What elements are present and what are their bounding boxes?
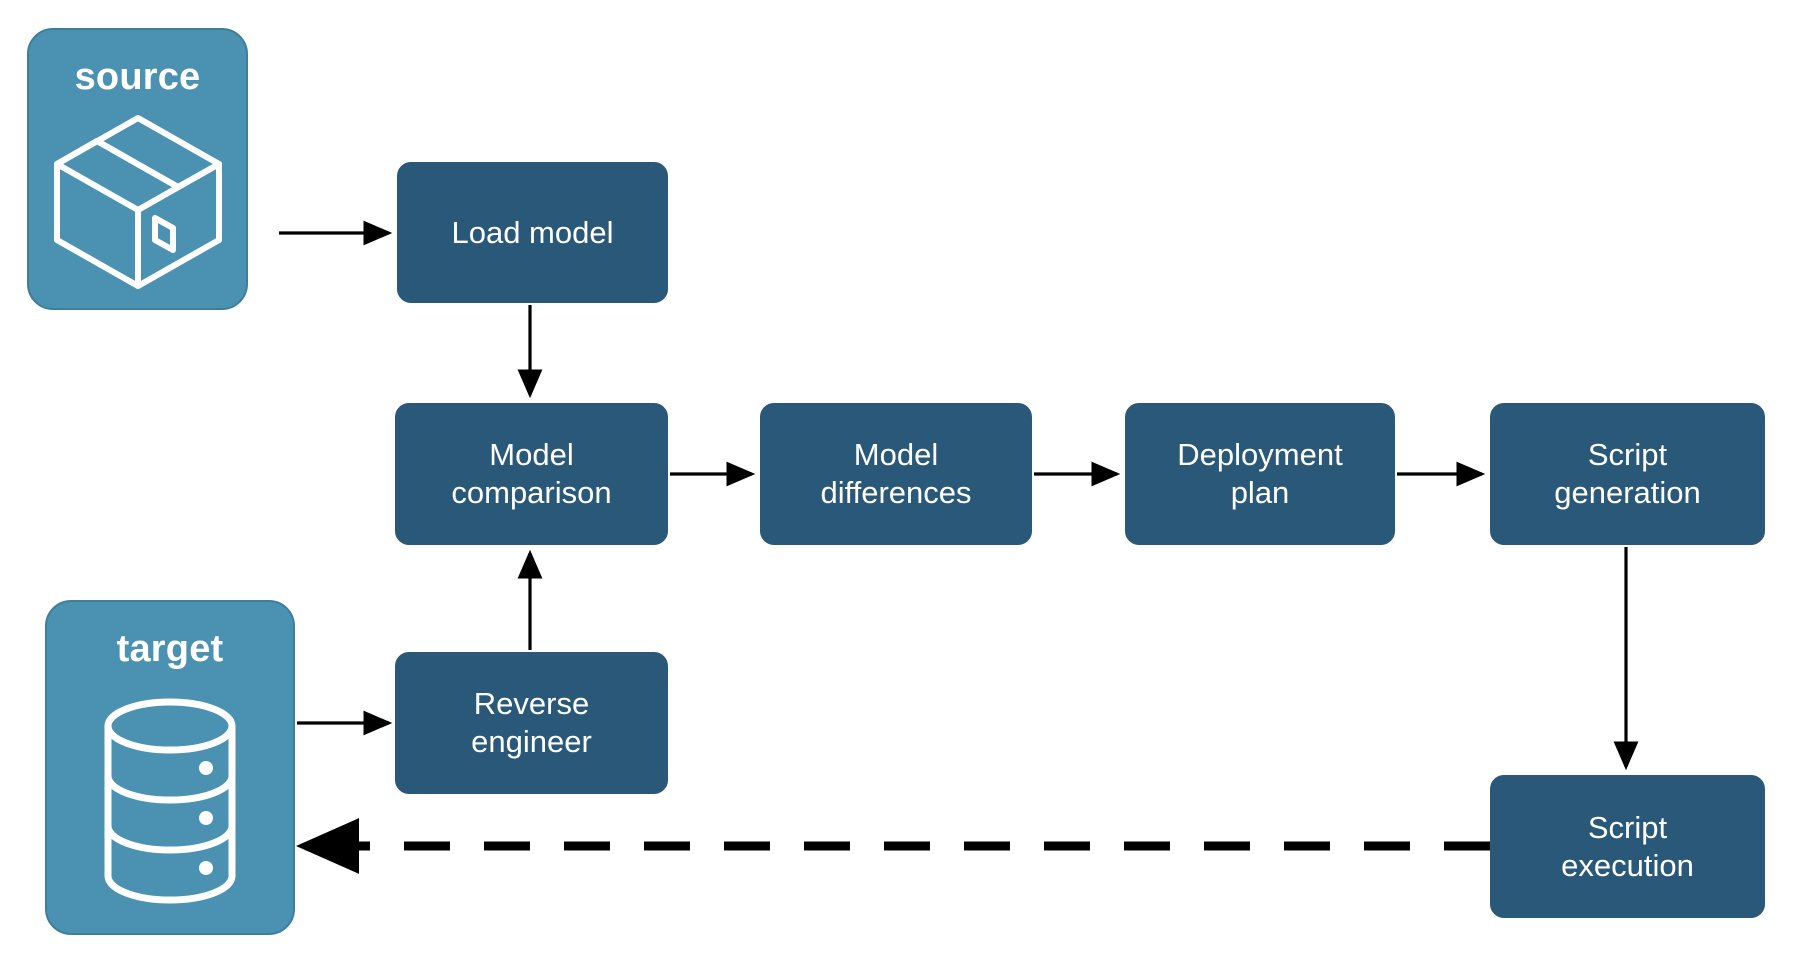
process-model-differences-label: Model differences xyxy=(820,437,972,510)
process-script-generation-label: Script generation xyxy=(1554,437,1701,510)
process-load-model[interactable]: Load model xyxy=(397,162,668,303)
process-reverse-engineer[interactable]: Reverse engineer xyxy=(395,652,668,794)
process-load-model-label: Load model xyxy=(451,214,614,250)
endpoint-target[interactable]: target xyxy=(45,600,295,935)
endpoint-target-label: target xyxy=(116,628,224,670)
process-script-execution-label: Script execution xyxy=(1561,809,1694,883)
process-reverse-engineer-label: Reverse engineer xyxy=(471,686,592,759)
process-model-differences[interactable]: Model differences xyxy=(760,403,1032,545)
database-cylinder-icon xyxy=(47,668,293,933)
endpoint-source-label: source xyxy=(74,56,201,98)
process-model-comparison-label: Model comparison xyxy=(451,437,612,510)
process-deployment-plan-label: Deployment plan xyxy=(1177,437,1343,510)
endpoint-source[interactable]: source xyxy=(27,28,248,310)
process-deployment-plan[interactable]: Deployment plan xyxy=(1125,403,1395,545)
process-script-generation[interactable]: Script generation xyxy=(1490,403,1765,545)
process-model-comparison[interactable]: Model comparison xyxy=(395,403,668,545)
package-box-icon xyxy=(29,96,246,308)
process-script-execution[interactable]: Script execution xyxy=(1490,775,1765,918)
